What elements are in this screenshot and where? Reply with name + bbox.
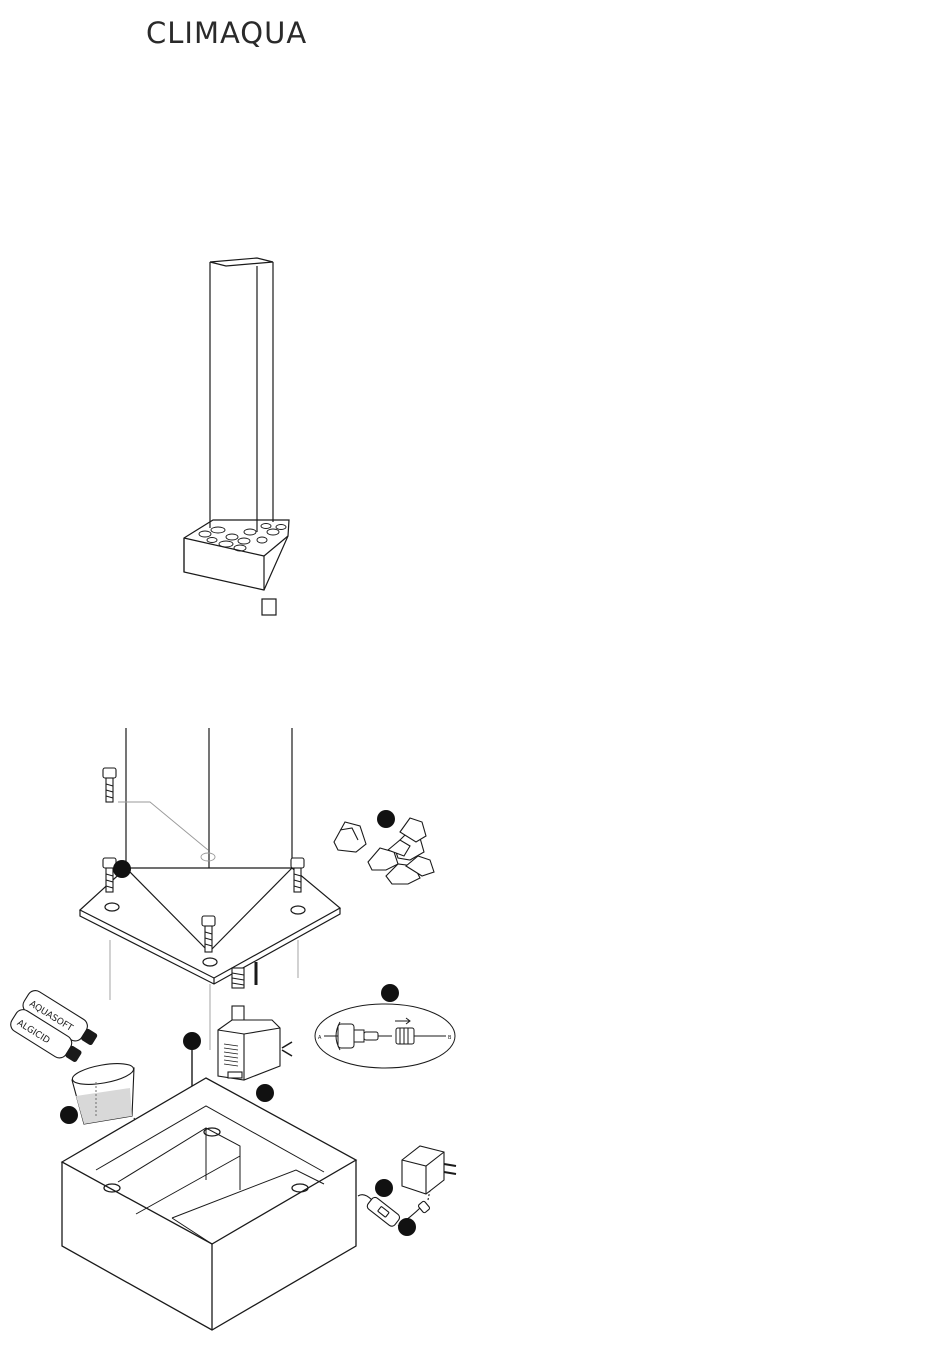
empty-checkbox <box>262 599 276 615</box>
inline-switch <box>366 1196 401 1228</box>
marker-cup <box>60 1106 78 1124</box>
connector-detail: A B <box>315 1004 455 1068</box>
connector-label-b: B <box>448 1035 452 1041</box>
marker-arrow <box>183 1032 201 1050</box>
marker-adapter <box>375 1179 393 1197</box>
power-supply <box>358 1146 456 1228</box>
marker-pebbles <box>377 810 395 828</box>
bottles: AQUASOFT ALGICID <box>8 988 101 1068</box>
connector-label-a: A <box>318 1035 322 1041</box>
pump <box>218 1006 292 1080</box>
marker-switch <box>398 1218 416 1236</box>
marker-connector <box>381 984 399 1002</box>
pebbles-top <box>199 524 286 552</box>
assembled-fountain <box>184 258 289 590</box>
pebbles-loose <box>334 818 434 884</box>
screw-icon <box>103 768 116 802</box>
marker-screws <box>113 860 131 878</box>
marker-pump <box>256 1084 274 1102</box>
power-adapter <box>402 1146 456 1194</box>
